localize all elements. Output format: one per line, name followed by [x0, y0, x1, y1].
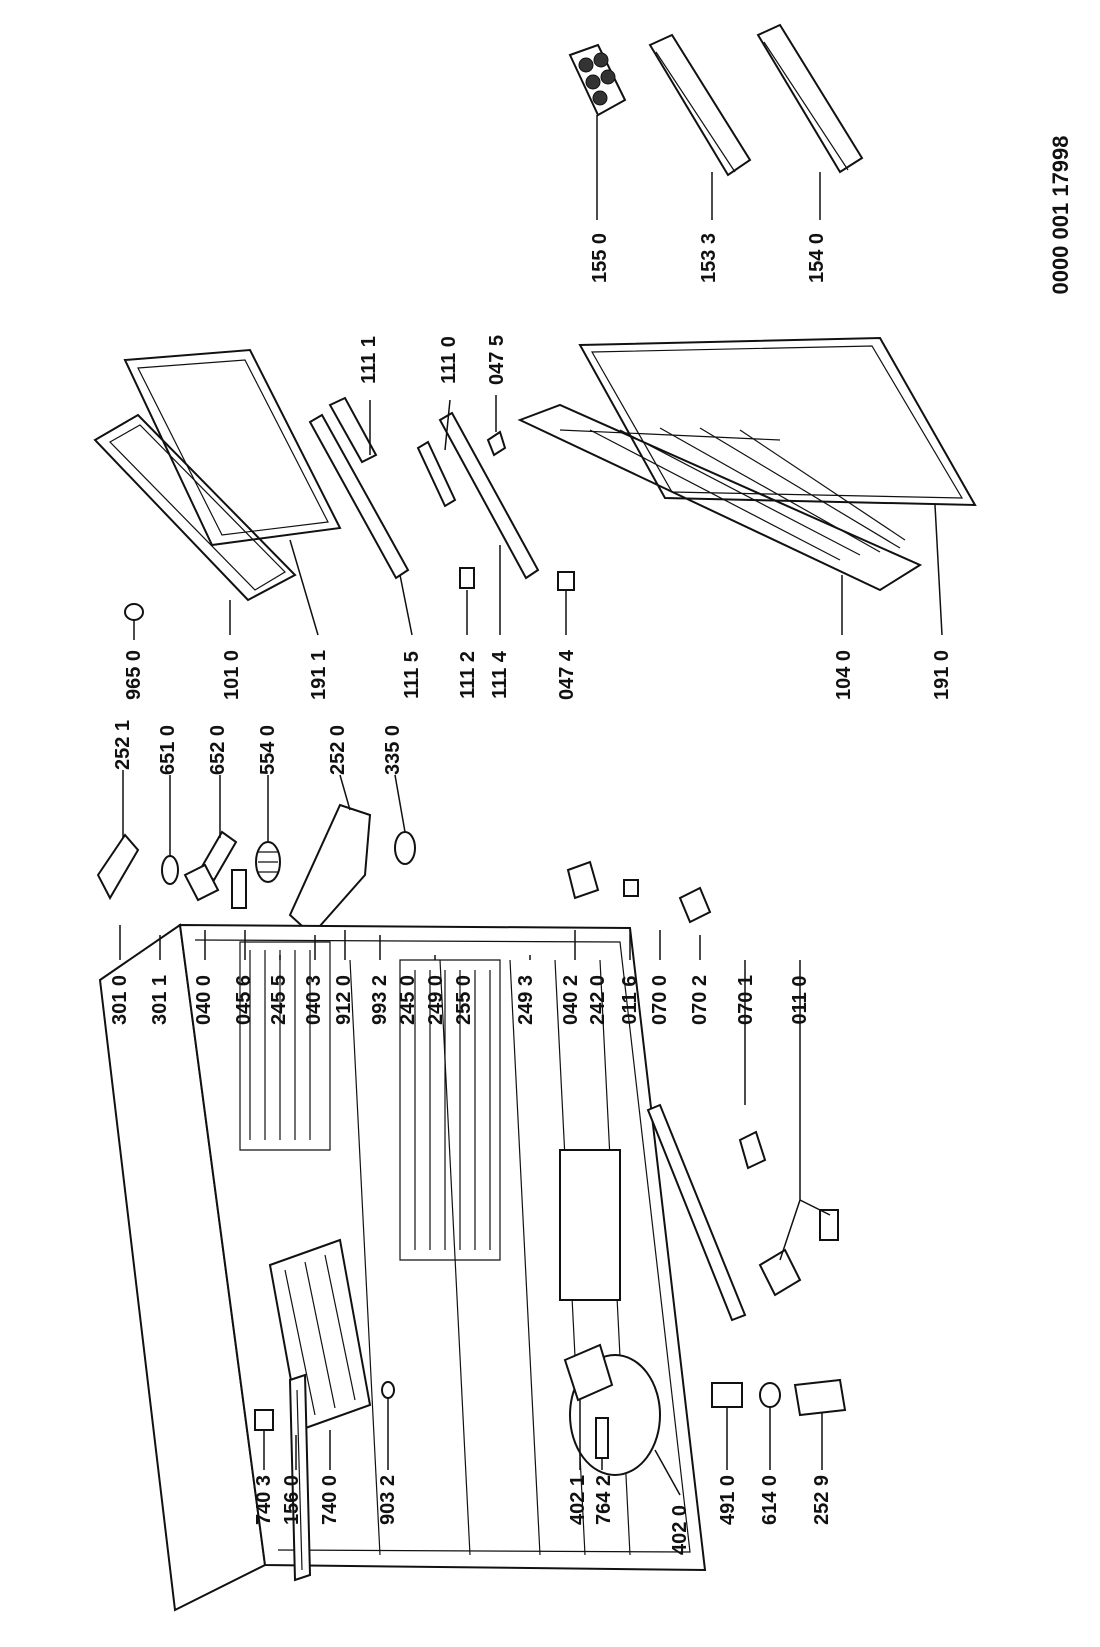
- door-shelf-part-154-0: [756, 23, 864, 174]
- part-label-245-0: 245 0: [397, 975, 419, 1025]
- part-label-111-0: 111 0: [438, 336, 460, 384]
- cabinet-bottom-strip-part: [646, 1103, 747, 1322]
- freezer-shelf-grid: [239, 941, 331, 1151]
- part-label-614-0: 614 0: [759, 1475, 781, 1525]
- part-label-040-2: 040 2: [560, 975, 582, 1025]
- freezer-door-gasket-part: [123, 348, 342, 547]
- part-label-191-1: 191 1: [308, 650, 330, 700]
- grommet-part-614-0: [759, 1382, 781, 1408]
- part-label-965-0: 965 0: [123, 650, 145, 700]
- part-label-402-1: 402 1: [567, 1475, 589, 1525]
- document-code: 0000 001 17998: [1048, 135, 1073, 294]
- cover-part-070-2: [678, 886, 712, 924]
- bracket-part-040-2: [566, 860, 600, 900]
- part-label-652-0: 652 0: [207, 725, 229, 775]
- part-label-740-0: 740 0: [319, 1475, 341, 1525]
- part-label-070-0: 070 0: [649, 975, 671, 1025]
- part-label-040-0: 040 0: [193, 975, 215, 1025]
- part-label-111-4: 111 4: [489, 650, 511, 699]
- door-shelf-part-153-3: [648, 33, 752, 177]
- part-label-070-1: 070 1: [735, 975, 757, 1025]
- foot-part-011-0: [819, 1209, 839, 1241]
- part-label-335-0: 335 0: [382, 725, 404, 775]
- part-label-155-0: 155 0: [589, 233, 611, 283]
- part-label-252-0: 252 0: [327, 725, 349, 775]
- part-label-903-2: 903 2: [377, 1475, 399, 1525]
- compressor-part: [563, 1343, 661, 1476]
- part-label-111-5: 111 5: [401, 651, 423, 699]
- door-handle-part-111-5: [308, 413, 410, 580]
- clip-part-111-2: [459, 567, 475, 589]
- bracket-part-252-9: [793, 1378, 847, 1417]
- lamp-part-651-0: [161, 855, 179, 885]
- pin-part-764-2: [595, 1417, 609, 1459]
- handle-cap-part-111-1: [328, 396, 378, 464]
- part-label-047-4: 047 4: [556, 649, 578, 700]
- part-label-301-1: 301 1: [149, 975, 171, 1025]
- part-label-249-0: 249 0: [425, 975, 447, 1025]
- part-label-912-0: 912 0: [333, 975, 355, 1025]
- part-label-011-6: 011 6: [619, 976, 641, 1025]
- pin-part-045-6: [231, 869, 247, 909]
- part-label-047-5: 047 5: [486, 335, 508, 385]
- part-label-070-2: 070 2: [689, 975, 711, 1025]
- part-label-301-0: 301 0: [109, 975, 131, 1025]
- fridge-door-part: [517, 403, 923, 592]
- part-label-111-1: 111 1: [358, 336, 380, 384]
- part-label-255-0: 255 0: [453, 975, 475, 1025]
- door-handle-part-111-4: [438, 411, 540, 580]
- knob-part-335-0: [394, 831, 416, 865]
- part-label-764-2: 764 2: [593, 1475, 615, 1525]
- fridge-door-gasket-part: [578, 336, 977, 507]
- egg-tray-part: [568, 43, 627, 117]
- part-label-101-0: 101 0: [221, 650, 243, 700]
- part-label-651-0: 651 0: [157, 725, 179, 775]
- part-label-402-0: 402 0: [669, 1505, 691, 1555]
- part-label-242-0: 242 0: [587, 975, 609, 1025]
- cover-part-070-1: [738, 1130, 767, 1170]
- knob-part-965-0: [124, 603, 144, 621]
- part-label-740-3: 740 3: [253, 1475, 275, 1525]
- part-label-153-3: 153 3: [698, 233, 720, 283]
- screw-part-903-2: [381, 1381, 395, 1399]
- relay-part-491-0: [711, 1382, 743, 1408]
- part-label-249-3: 249 3: [515, 975, 537, 1025]
- part-label-245-5: 245 5: [268, 975, 290, 1025]
- part-label-104-0: 104 0: [833, 650, 855, 700]
- part-label-045-6: 045 6: [233, 975, 255, 1025]
- part-label-011-0: 011 0: [789, 976, 811, 1025]
- condenser-grille-part: [288, 1373, 312, 1582]
- hinge-cover-part-047-4: [557, 571, 575, 591]
- part-label-491-0: 491 0: [717, 1475, 739, 1525]
- part-label-252-9: 252 9: [811, 1475, 833, 1525]
- leveling-foot-part-011-0b: [758, 1248, 802, 1297]
- fridge-shelf-grid: [399, 959, 501, 1261]
- part-label-111-2: 111 2: [457, 651, 479, 699]
- foot-part-011-6: [623, 879, 639, 897]
- part-label-252-1: 252 1: [112, 720, 134, 770]
- bracket-part-040-0: [183, 863, 220, 902]
- crisper-drawer-part: [559, 1149, 621, 1301]
- spring-part-554-0: [255, 841, 281, 883]
- part-label-156-0: 156 0: [281, 1475, 303, 1525]
- part-label-191-0: 191 0: [931, 650, 953, 700]
- part-label-993-2: 993 2: [369, 975, 391, 1025]
- hinge-cap-part-740-3: [254, 1409, 274, 1431]
- part-label-154-0: 154 0: [806, 233, 828, 283]
- part-label-554-0: 554 0: [257, 725, 279, 775]
- part-label-040-3: 040 3: [303, 975, 325, 1025]
- hinge-cover-part-047-5: [486, 430, 507, 457]
- thermostat-housing-part-252-0: [288, 803, 372, 937]
- handle-cap-part-111-0: [416, 440, 457, 508]
- thermostat-knob-part-252-1: [96, 833, 140, 901]
